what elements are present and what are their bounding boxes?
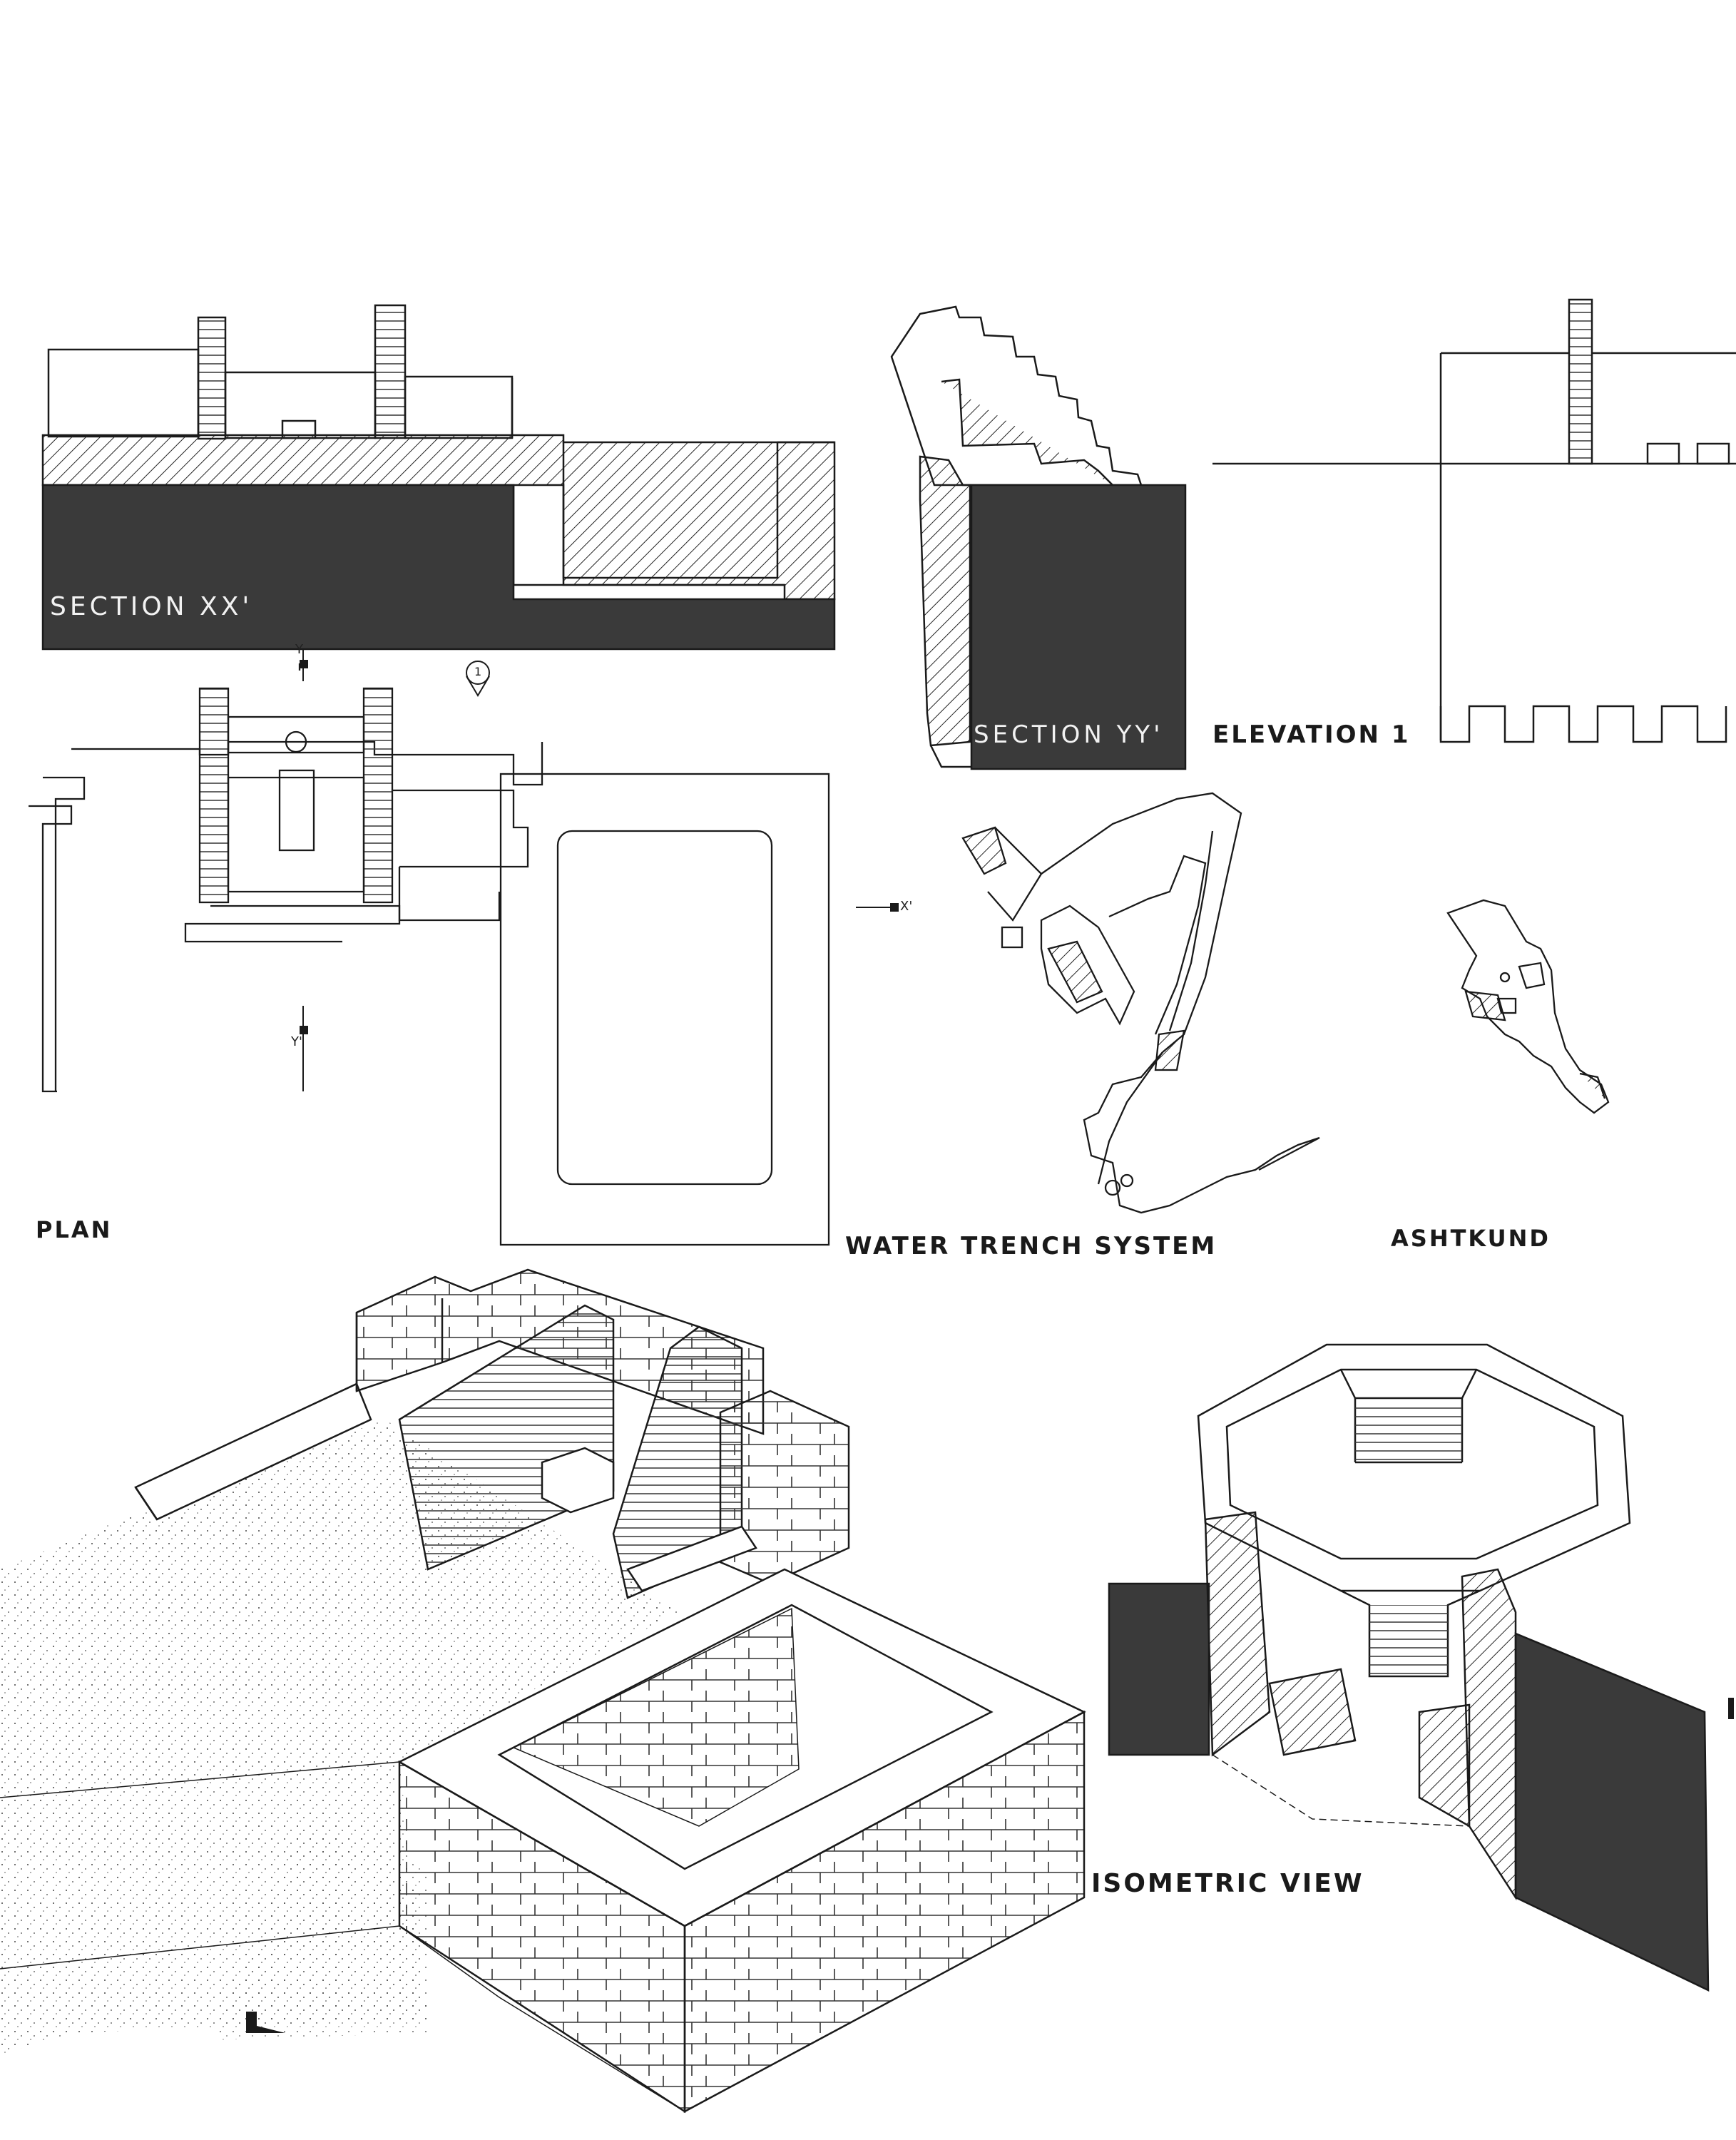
section-yy-drawing [890, 305, 1187, 770]
plan-label: PLAN [36, 1216, 113, 1243]
marker-y-top: Y [295, 642, 303, 657]
water-trench-drawing [961, 792, 1320, 1214]
plan-markers [300, 649, 899, 1091]
crop-marks [246, 1698, 1734, 2033]
ashtkund-isometric-drawing [1108, 1343, 1710, 1992]
plan-drawing [29, 663, 830, 1246]
elevation-1-label: ELEVATION 1 [1212, 720, 1411, 749]
ashtkund-drawing [1446, 899, 1610, 1114]
marker-x-right: X' [900, 899, 913, 914]
section-yy-label: SECTION YY' [974, 720, 1164, 749]
isometric-view-label: ISOMETRIC VIEW [1091, 1869, 1364, 1898]
marker-y-bottom: Y' [291, 1034, 302, 1049]
water-trench-label: WATER TRENCH SYSTEM [845, 1232, 1217, 1260]
elevation-1-drawing [1212, 298, 1736, 743]
stepwell-isometric-drawing [0, 1268, 1086, 2114]
ashtkund-label: ASHTKUND [1391, 1225, 1551, 1252]
section-xx-label: SECTION XX' [50, 592, 253, 621]
section-xx-drawing [41, 304, 836, 651]
marker-elevation-ref: 1 [474, 665, 482, 678]
